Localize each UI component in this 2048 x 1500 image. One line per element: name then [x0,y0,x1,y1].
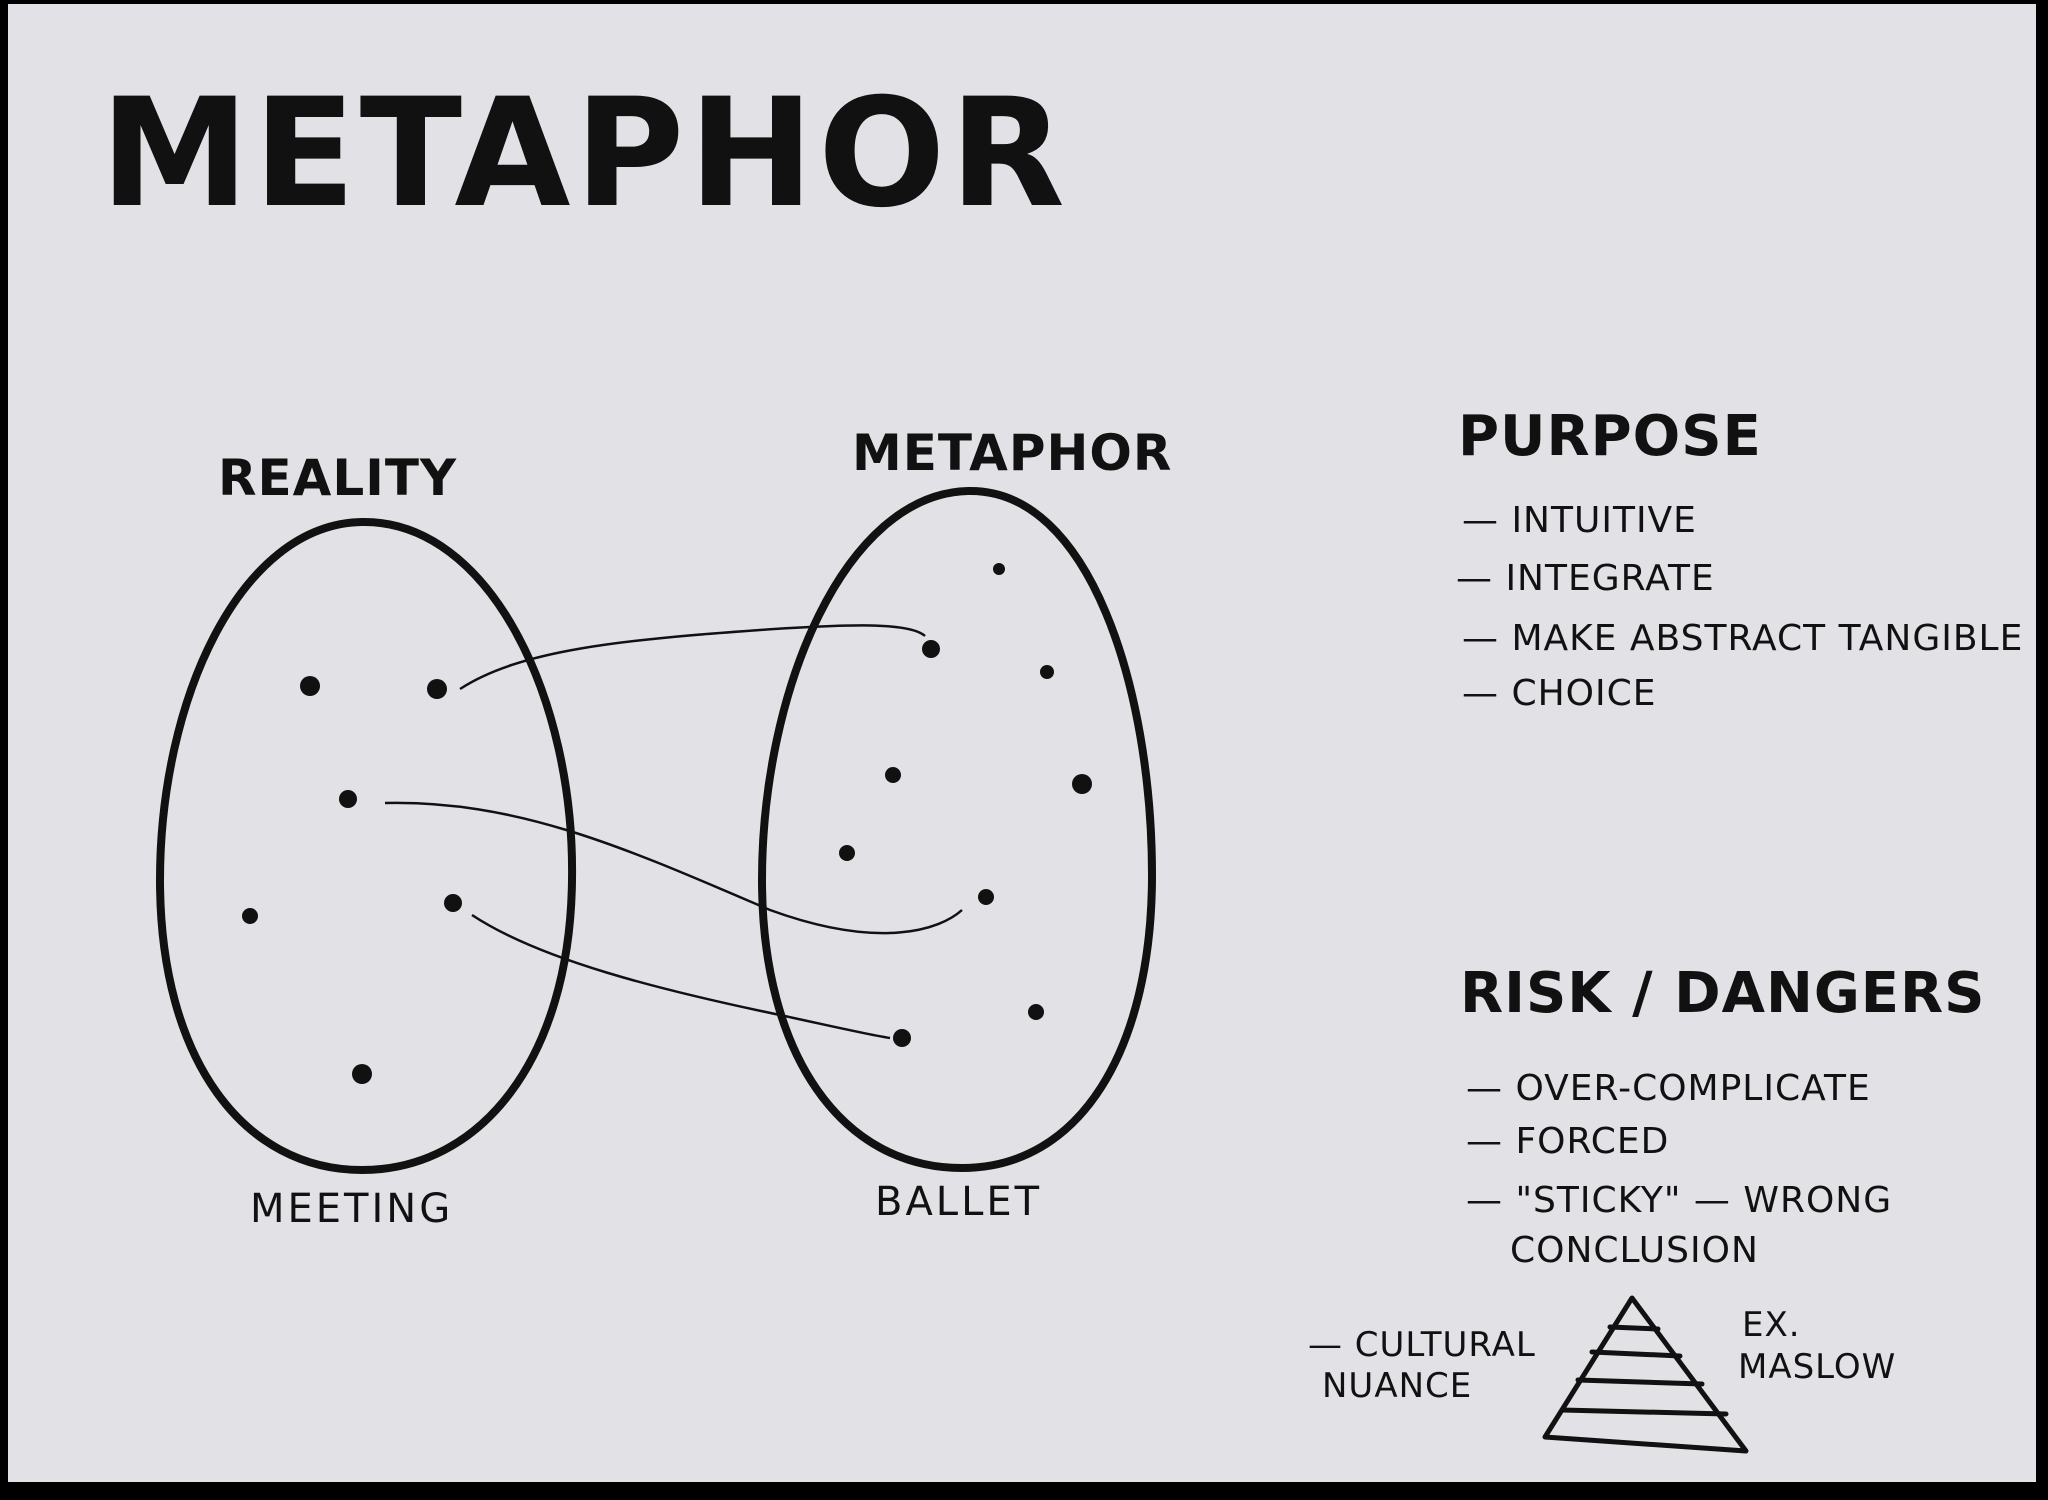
metaphor-dot [839,845,855,861]
set-label-metaphor: METAPHOR [852,424,1172,482]
metaphor-dot [1040,665,1054,679]
caption-ballet: BALLET [875,1179,1042,1225]
metaphor-dot [1072,774,1092,794]
reality-dot [242,908,258,924]
reality-dot [427,679,447,699]
purpose-item: — CHOICE [1462,673,1657,714]
example-note-line: MASLOW [1738,1347,1896,1387]
set-label-reality: REALITY [218,449,457,507]
reality-dot [339,790,357,808]
metaphor-dot [885,767,901,783]
cultural-note-line: NUANCE [1322,1366,1472,1406]
mapping-line [471,913,891,1040]
risk-item: — OVER-COMPLICATE [1466,1068,1871,1109]
reality-dot [300,676,320,696]
metaphor-dot [922,640,940,658]
risk-item: — "STICKY" — WRONG [1466,1180,1892,1221]
metaphor-dot [978,889,994,905]
metaphor-set-dots [839,563,1092,1047]
risks-heading: RISK / DANGERS [1460,961,1986,1026]
risks-list: — OVER-COMPLICATE — FORCED — "STICKY" — … [1466,1068,1892,1271]
metaphor-dot [993,563,1005,575]
page-title: METAPHOR [100,67,1069,241]
mapping-line [459,624,926,691]
metaphor-dot [1028,1004,1044,1020]
caption-meeting: MEETING [250,1186,453,1232]
pyramid-icon [1542,1295,1749,1454]
purpose-item: — INTEGRATE [1456,558,1715,599]
mapping-lines [384,624,963,1040]
cultural-note-line: — CULTURAL [1308,1325,1536,1365]
reality-dot [444,894,462,912]
reality-dot [352,1064,372,1084]
example-note-line: EX. [1742,1305,1801,1345]
purpose-list: — INTUITIVE — INTEGRATE — MAKE ABSTRACT … [1456,500,2023,714]
reality-set-dots [242,676,462,1084]
mapping-line [384,801,963,935]
risk-item: — FORCED [1466,1121,1669,1162]
metaphor-dot [893,1029,911,1047]
paper-background [8,4,2036,1482]
metaphor-set-outline [758,486,1156,1172]
risk-item: CONCLUSION [1510,1230,1759,1271]
purpose-item: — MAKE ABSTRACT TANGIBLE [1462,618,2023,659]
purpose-heading: PURPOSE [1458,404,1762,469]
purpose-item: — INTUITIVE [1462,500,1697,541]
reality-set-outline [156,517,577,1174]
